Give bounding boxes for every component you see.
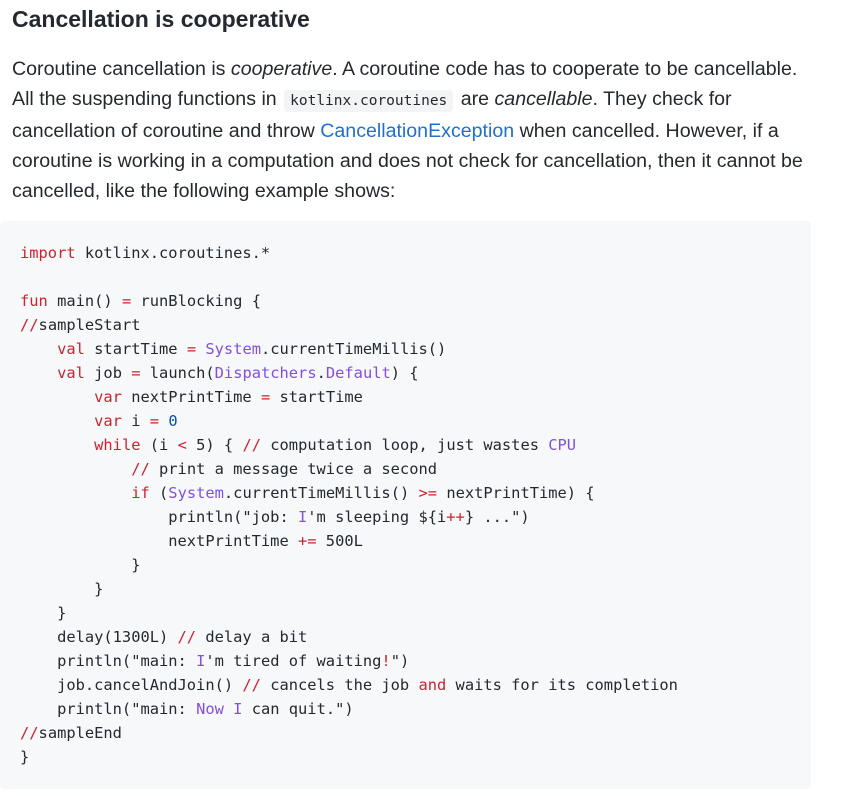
paragraph-text: Coroutine cancellation is (12, 58, 231, 80)
code-line: nextPrintTime += 500L (20, 532, 363, 550)
code-line: job.cancelAndJoin() // cancels the job a… (20, 676, 678, 694)
inline-code-package: kotlinx.coroutines (284, 90, 454, 112)
code-line: val startTime = System.currentTimeMillis… (57, 340, 447, 358)
code-line: println("main: I'm tired of waiting!") (20, 652, 410, 670)
code-line: val job = launch(Dispatchers.Default) { (57, 364, 419, 382)
code-line: delay(1300L) // delay a bit (20, 628, 308, 646)
code-line: var i = 0 (94, 412, 178, 430)
code-line: import kotlinx.coroutines.* (20, 244, 271, 262)
code-listing: import kotlinx.coroutines.* fun main() =… (20, 241, 811, 769)
emphasis-cooperative: cooperative (230, 58, 333, 80)
code-line: } (20, 556, 141, 574)
cancellation-exception-link[interactable]: CancellationException (320, 120, 515, 142)
code-line: var nextPrintTime = startTime (94, 388, 363, 406)
section-heading: Cancellation is cooperative (12, 6, 310, 32)
code-line: // print a message twice a second (131, 460, 437, 478)
code-line: //sampleEnd (20, 724, 122, 742)
code-line: fun main() = runBlocking { (20, 292, 261, 310)
emphasis-cancellable: cancellable (494, 88, 593, 110)
code-line: } (20, 748, 30, 766)
code-line: println("job: I'm sleeping ${i++} ...") (20, 508, 530, 526)
paragraph-text: . A coroutine code has to cooperate to b… (12, 58, 798, 110)
paragraph-text: when cancelled. However, if a coroutine … (12, 120, 803, 202)
intro-paragraph: Coroutine cancellation is cooperative. A… (12, 54, 822, 206)
code-line: } (20, 580, 104, 598)
code-line: } (20, 604, 67, 622)
paragraph-text: . They check for cancellation of corouti… (12, 88, 732, 142)
paragraph-text: are (455, 88, 495, 110)
code-block: import kotlinx.coroutines.* fun main() =… (0, 221, 811, 789)
code-line: while (i < 5) { // computation loop, jus… (94, 436, 577, 454)
article-section: Cancellation is cooperative Coroutine ca… (12, 0, 824, 206)
code-line: if (System.currentTimeMillis() >= nextPr… (131, 484, 595, 502)
code-line: //sampleStart (20, 316, 141, 334)
code-line: println("main: Now I can quit.") (20, 700, 354, 718)
